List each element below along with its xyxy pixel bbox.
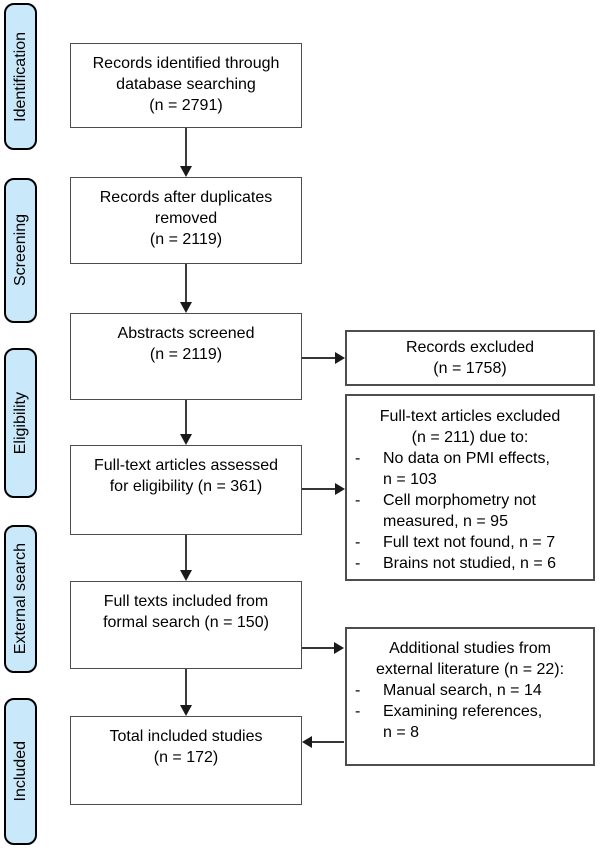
addition-item: - Examining references, n = 8 (355, 701, 579, 743)
box-abstracts-screened: Abstracts screened (n = 2119) (70, 313, 302, 400)
box-text-line: (n = 1758) (433, 360, 507, 377)
box-text-line: Total included studies (109, 728, 263, 745)
stage-label-identification: Identification (4, 3, 37, 150)
stage-label-text: Screening (11, 214, 29, 287)
stage-label-included: Included (4, 698, 37, 845)
bullet-dash: - (355, 555, 361, 572)
box-total-included: Total included studies (n = 172) (70, 716, 302, 805)
arrow-abstracts-to-fulltext-assessed (180, 400, 192, 445)
box-text-line: (n = 2119) (149, 346, 223, 363)
bullet-dash: - (355, 492, 361, 509)
bullet-dash: - (355, 450, 361, 467)
arrow-additional-studies-to-total (302, 736, 344, 748)
bullet-dash: - (355, 682, 361, 699)
box-text-line: Full texts included from (103, 593, 269, 610)
addition-item: - Manual search, n = 14 (355, 680, 579, 701)
box-text-line: (n = 2119) (149, 231, 223, 248)
exclusion-item-text: Full text not found, n = 7 (383, 534, 556, 551)
stage-label-screening: Screening (4, 178, 37, 323)
arrow-abstracts-to-records-excluded (302, 352, 345, 364)
arrow-assessed-to-fulltext-included (180, 535, 192, 581)
box-text-line: Records identified through (92, 55, 280, 72)
box-text-line: Abstracts screened (117, 325, 255, 342)
box-fulltext-assessed: Full-text articles assessed for eligibil… (70, 445, 302, 535)
stage-label-text: Identification (11, 31, 29, 122)
box-fulltext-excluded: Full-text articles excluded (n = 211) du… (345, 394, 595, 581)
box-fulltext-included: Full texts included from formal search (… (70, 581, 302, 669)
box-text-line: Full-text articles excluded (379, 408, 561, 425)
exclusion-item: - Full text not found, n = 7 (355, 532, 579, 553)
stage-label-text: External search (11, 543, 29, 655)
box-additional-studies: Additional studies from external literat… (345, 627, 595, 766)
box-text-line: (n = 211) due to: (411, 429, 529, 446)
stage-label-eligibility: Eligibility (4, 348, 37, 498)
exclusion-item: - No data on PMI effects, n = 103 (355, 448, 579, 490)
arrow-assessed-to-fulltext-excluded (302, 483, 345, 495)
arrow-included-to-total (180, 669, 192, 716)
stage-label-text: Included (11, 741, 29, 802)
arrow-duplicates-to-abstracts (180, 264, 192, 313)
box-text-line: Records after duplicates (99, 189, 273, 206)
box-text-line: for eligibility (n = 361) (109, 478, 263, 495)
box-records-excluded: Records excluded (n = 1758) (345, 330, 595, 386)
box-text-line: Full-text articles assessed (93, 457, 279, 474)
arrow-identified-to-duplicates (180, 128, 192, 177)
box-text-line: Additional studies from (389, 640, 551, 657)
bullet-dash: - (355, 534, 361, 551)
box-text-line: removed (154, 210, 218, 227)
stage-label-text: Eligibility (11, 391, 29, 455)
box-text-line: (n = 2791) (149, 97, 223, 114)
exclusion-item-text: Brains not studied, n = 6 (383, 555, 556, 572)
stage-label-external-search: External search (4, 525, 37, 673)
exclusion-item: - Cell morphometry not measured, n = 95 (355, 490, 579, 532)
box-text-line: external literature (n = 22): (375, 661, 565, 678)
addition-item-text: Manual search, n = 14 (383, 682, 542, 699)
exclusion-item: - Brains not studied, n = 6 (355, 553, 579, 574)
addition-item-text: Examining references, n = 8 (383, 703, 543, 741)
box-text-line: Records excluded (405, 339, 535, 356)
box-text-line: (n = 172) (153, 749, 219, 766)
bullet-dash: - (355, 703, 361, 720)
arrow-included-to-additional-studies (302, 642, 344, 654)
exclusion-item-text: No data on PMI effects, n = 103 (383, 450, 550, 488)
exclusion-item-text: Cell morphometry not measured, n = 95 (383, 492, 536, 530)
box-records-identified: Records identified through database sear… (70, 43, 302, 128)
box-text-line: database searching (116, 76, 256, 93)
box-duplicates-removed: Records after duplicates removed (n = 21… (70, 177, 302, 264)
box-text-line: formal search (n = 150) (103, 614, 269, 631)
